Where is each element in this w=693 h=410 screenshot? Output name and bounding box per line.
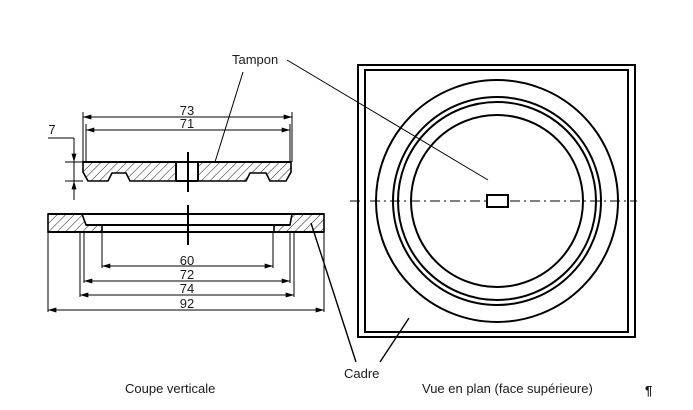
plan-view <box>350 64 637 338</box>
tampon-section <box>82 152 292 192</box>
cadre-leader-section <box>310 222 357 363</box>
dim-label-7: 7 <box>48 122 55 137</box>
dim-label-71: 71 <box>180 116 194 131</box>
dim-label-73: 73 <box>180 103 194 118</box>
tampon-section-left <box>82 161 177 182</box>
pilcrow-mark: ¶ <box>645 383 652 398</box>
annotations: Tampon Cadre Coupe verticale Vue en plan… <box>125 52 652 398</box>
cadre-section-right <box>273 213 325 233</box>
cadre-dimensions: 60 72 74 92 <box>47 232 325 313</box>
lifting-slot <box>486 194 509 208</box>
cadre-section-left <box>47 213 103 233</box>
plan-caption: Vue en plan (face supérieure) <box>422 381 593 396</box>
dim-label-74: 74 <box>180 281 194 296</box>
section-caption: Coupe verticale <box>125 381 215 396</box>
tampon-leader-plan <box>286 59 489 181</box>
dim-label-72: 72 <box>180 267 194 282</box>
cadre-section <box>47 205 325 245</box>
tampon-label: Tampon <box>232 52 278 67</box>
dim-label-60: 60 <box>180 253 194 268</box>
tampon-dimensions: 73 71 7 <box>48 103 293 200</box>
tampon-leader-section <box>214 71 244 163</box>
dim-label-92: 92 <box>180 296 194 311</box>
cadre-label: Cadre <box>344 366 379 381</box>
tampon-section-right <box>197 161 292 182</box>
cadre-leader-plan <box>379 317 410 363</box>
